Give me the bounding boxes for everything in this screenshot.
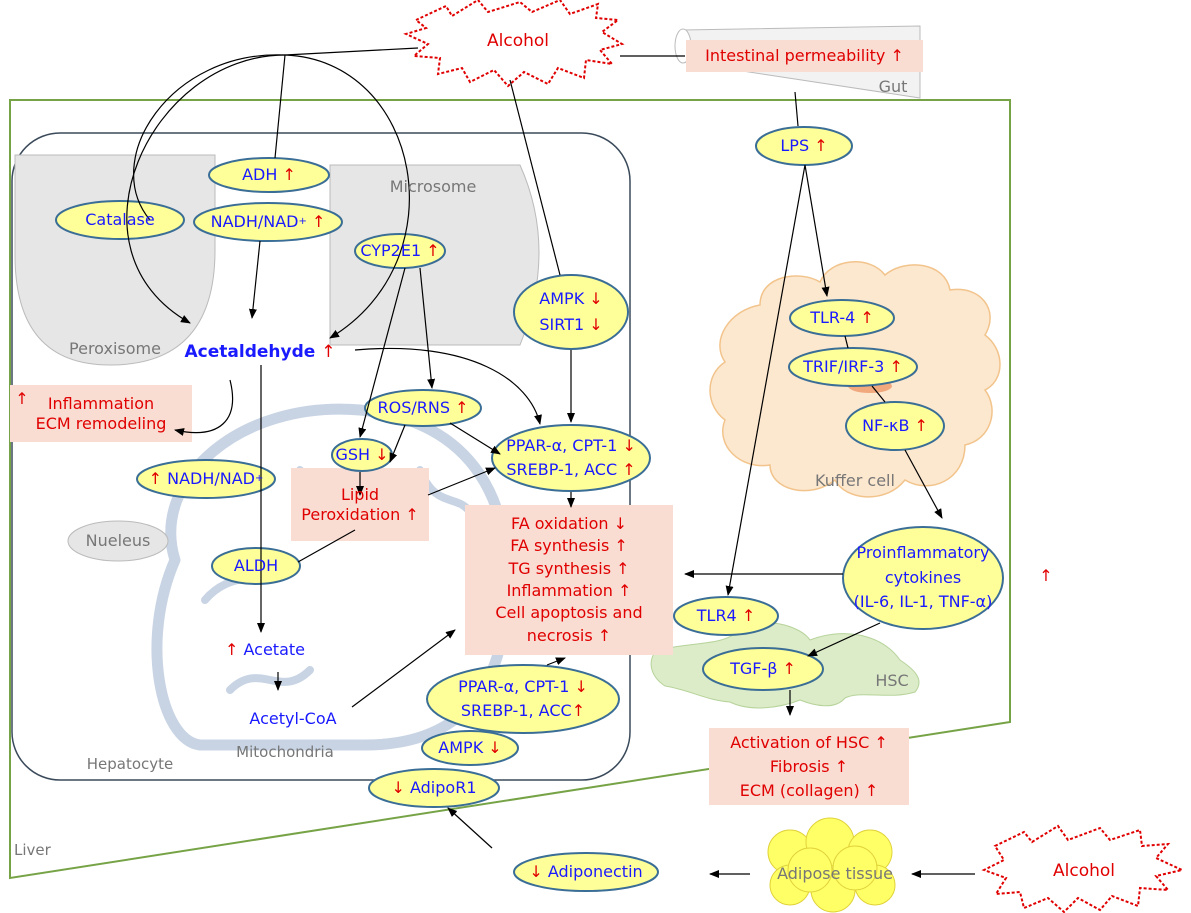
ros-node (364, 389, 482, 427)
inflammation-ecm-text: Inflammation ECM remodeling (35, 393, 167, 433)
tgfb-label: TGF-β ↑ (730, 659, 796, 678)
trif-node (788, 347, 918, 387)
nadh-node-2 (136, 459, 276, 499)
alcohol-bottom-label: Alcohol (1053, 861, 1115, 882)
nadh2-label: ↑ NADH/NAD+ (148, 469, 264, 488)
cytokines-label: Proinflammatory cytokines (IL-6, IL-1, T… (853, 542, 993, 612)
microsome-label: Microsome (389, 177, 477, 196)
adipose-label: Adipose tissue (777, 864, 893, 883)
tgfb-node (702, 647, 824, 691)
ampk-lower-node (421, 730, 519, 766)
cyp2e1-node (354, 233, 446, 269)
fatty-outcome-box (465, 505, 673, 655)
adipor1-label: ↓ AdipoR1 (391, 778, 477, 797)
cyp2e1-label: CYP2E1 ↑ (360, 241, 440, 260)
tlr4-hsc-node (673, 596, 779, 636)
alcohol-burst-bottom (981, 824, 1186, 913)
hsc-label: HSC (875, 671, 909, 690)
lipid-perox-text: Lipid Peroxidation ↑ (301, 484, 419, 524)
adipor1-node (368, 768, 500, 808)
acetaldehyde-label: Acetaldehyde ↑ (184, 342, 336, 363)
cytokines-up-arrow: ↑ (1039, 566, 1053, 585)
ppar-upper-node (491, 424, 651, 492)
up-arrow: ↑ (890, 46, 904, 65)
adh-node (208, 157, 330, 193)
ppar-upper-label: PPAR-α, CPT-1 ↓ SREBP-1, ACC ↑ (506, 436, 636, 479)
adiponectin-label: ↓ Adiponectin (529, 862, 643, 881)
adipose-tissue (767, 817, 896, 913)
cytokines-node (842, 526, 1004, 630)
aldh-label: ALDH (233, 556, 279, 575)
hepatocyte-label: Hepatocyte (86, 754, 174, 773)
acetate-label: ↑ Acetate (225, 640, 305, 659)
nadh-label: NADH/NAD+ ↑ (210, 212, 326, 231)
intestinal-box (686, 40, 923, 72)
alcohol-top-label: Alcohol (487, 31, 549, 52)
ppar-lower-node (426, 664, 620, 734)
nfkb-node (845, 401, 945, 451)
liver-boundary (9, 99, 1011, 880)
acetyl-coa-label: Acetyl-CoA (249, 709, 337, 728)
gsh-label: GSH ↓ (335, 445, 389, 464)
peroxisome-organelle (14, 154, 216, 366)
nucleus-label: Nueleus (85, 531, 151, 550)
fatty-outcome-text: FA oxidation ↓ FA synthesis ↑ TG synthes… (495, 513, 643, 645)
lps-node (755, 126, 853, 166)
adh-label: ADH ↑ (242, 165, 296, 184)
kupffer-label: Kuffer cell (815, 471, 895, 490)
peroxisome-label: Peroxisome (69, 339, 161, 358)
nfkb-label: NF-κB ↑ (862, 416, 928, 435)
lps-label: LPS ↑ (780, 136, 828, 155)
alcohol-burst-top (403, 0, 625, 88)
ampk-lower-label: AMPK ↓ (438, 738, 502, 757)
ampk-sirt1-node (513, 274, 629, 350)
tlr4-kupffer-node (789, 299, 895, 337)
ppar-lower-label: PPAR-α, CPT-1 ↓ SREBP-1, ACC↑ (458, 677, 588, 720)
catalase-label: Catalase (85, 210, 155, 229)
inflammation-ecm-box (10, 385, 192, 442)
tlr4-hsc-label: TLR4 ↑ (696, 606, 756, 625)
hsc-outcome-box (709, 728, 909, 805)
tlr4-kupffer-label: TLR-4 ↑ (810, 308, 874, 327)
liver-label: Liver (14, 840, 51, 859)
adiponectin-node (513, 852, 659, 892)
nucleus-organelle (67, 520, 169, 562)
ampk-sirt1-label: AMPK ↓ SIRT1 ↓ (539, 289, 603, 334)
trif-label: TRIF/IRF-3 ↑ (803, 357, 903, 376)
hsc-outcome-text: Activation of HSC ↑ Fibrosis ↑ ECM (coll… (730, 732, 888, 800)
ros-label: ROS/RNS ↑ (377, 398, 469, 417)
catalase-node (55, 200, 185, 240)
intestinal-text: Intestinal permeability ↑ (705, 46, 904, 65)
gut-label: Gut (878, 77, 908, 96)
inflammation-up-arrow: ↑ (15, 389, 29, 408)
aldh-node (211, 547, 301, 585)
nadh-node (193, 202, 343, 242)
mitochondria-label: Mitochondria (236, 742, 334, 761)
